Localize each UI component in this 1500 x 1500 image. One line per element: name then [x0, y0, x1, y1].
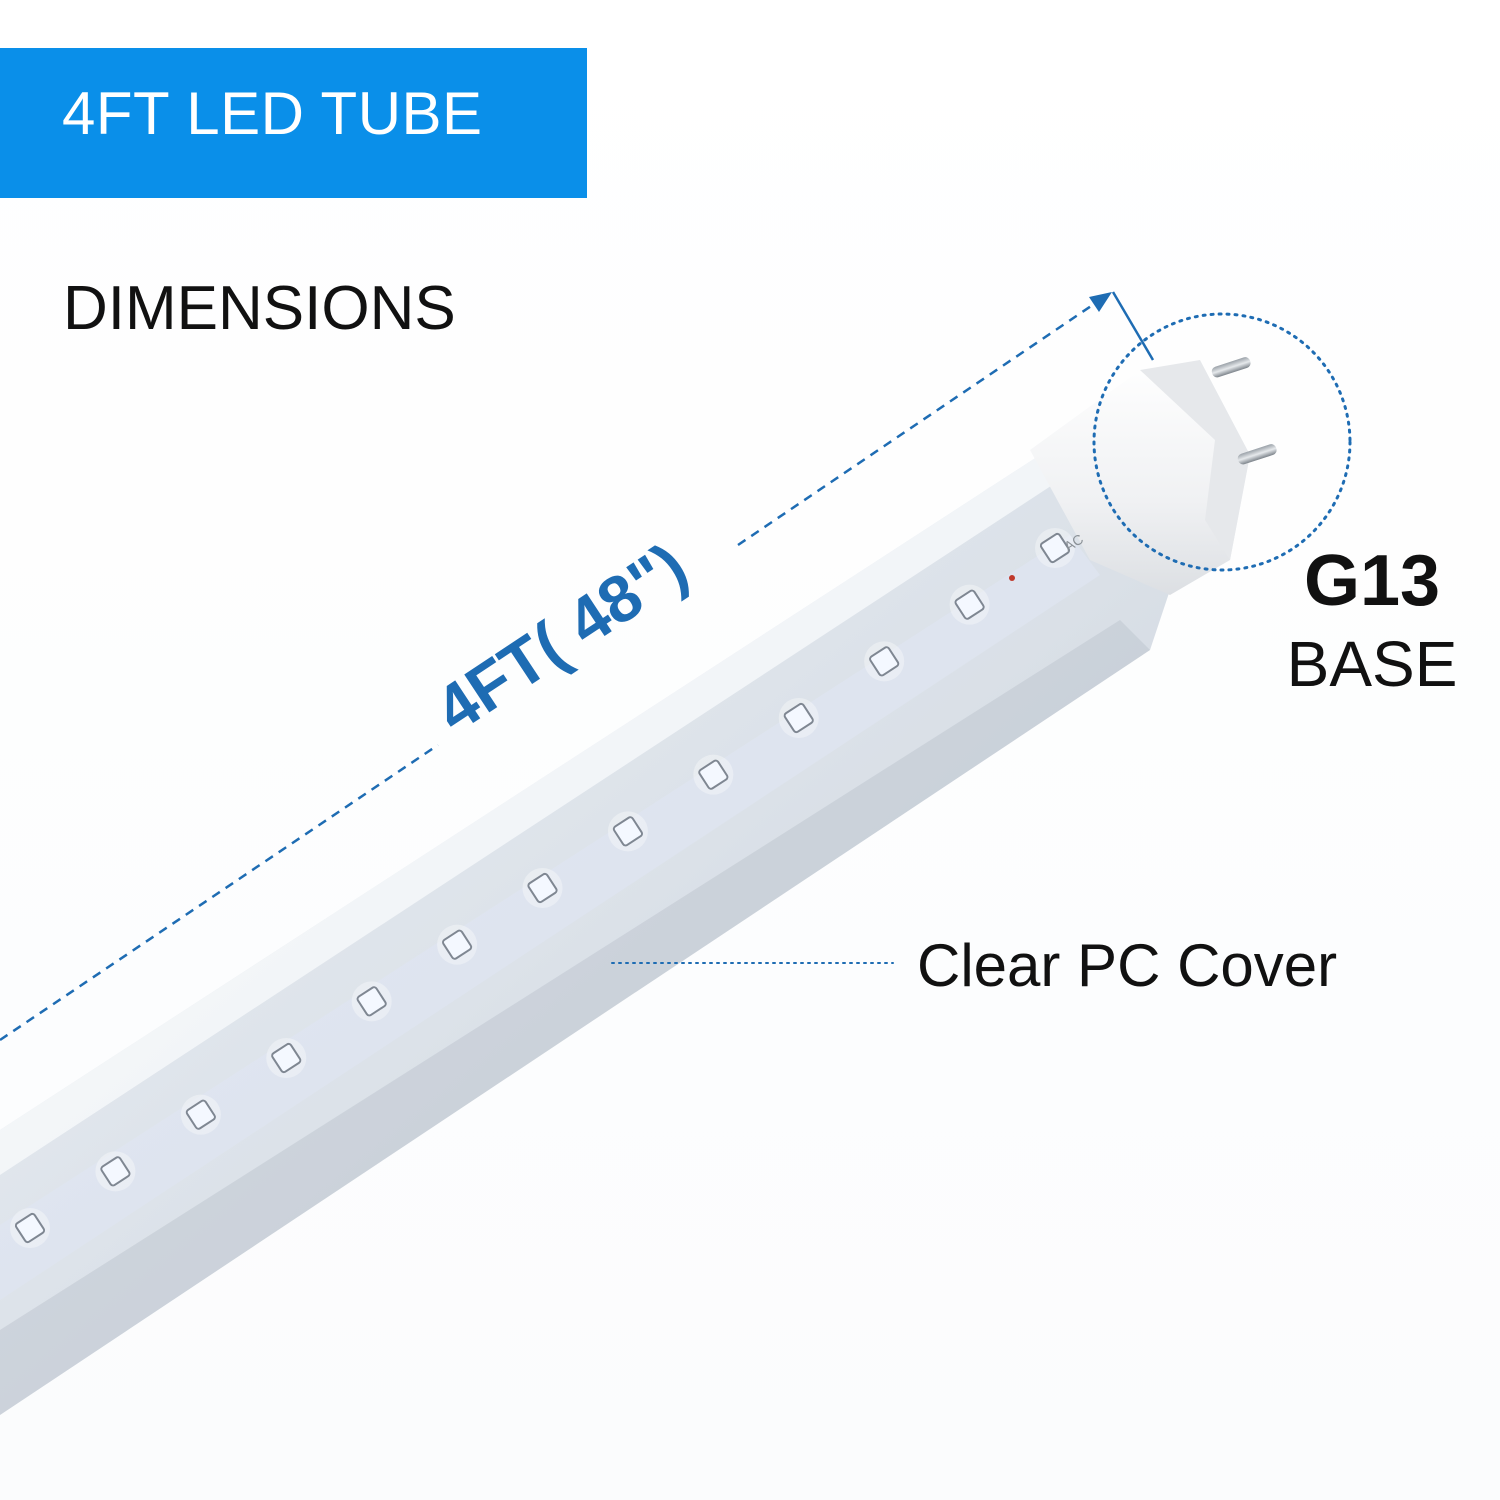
banner-title: 4FT LED TUBE	[62, 80, 483, 147]
base-highlight-circle	[1092, 312, 1352, 572]
led-chip	[271, 1042, 302, 1074]
cover-label: Clear PC Cover	[917, 932, 1338, 999]
base-code: G13	[1303, 541, 1441, 621]
led-chip	[783, 702, 814, 734]
dimensions-heading: DIMENSIONS	[63, 274, 456, 343]
title-banner	[0, 48, 587, 198]
end-cap: AC	[1009, 360, 1250, 595]
led-chip	[185, 1099, 216, 1130]
led-chip	[869, 646, 900, 677]
indicator-dot	[1009, 575, 1015, 581]
led-chip	[100, 1156, 131, 1187]
led-chip	[1039, 532, 1071, 564]
g13-pins	[1211, 357, 1277, 465]
led-chip	[442, 929, 473, 960]
led-chip	[527, 872, 558, 904]
base-label: BASE	[1286, 628, 1458, 700]
led-chip	[698, 759, 729, 790]
tube-body	[0, 455, 1170, 1415]
led-chip	[954, 589, 985, 620]
led-chip	[612, 816, 643, 847]
led-chip	[356, 986, 387, 1017]
led-chip	[14, 1212, 46, 1244]
led-chip-row	[10, 528, 1075, 1248]
dimension-arrowhead	[1089, 292, 1112, 312]
